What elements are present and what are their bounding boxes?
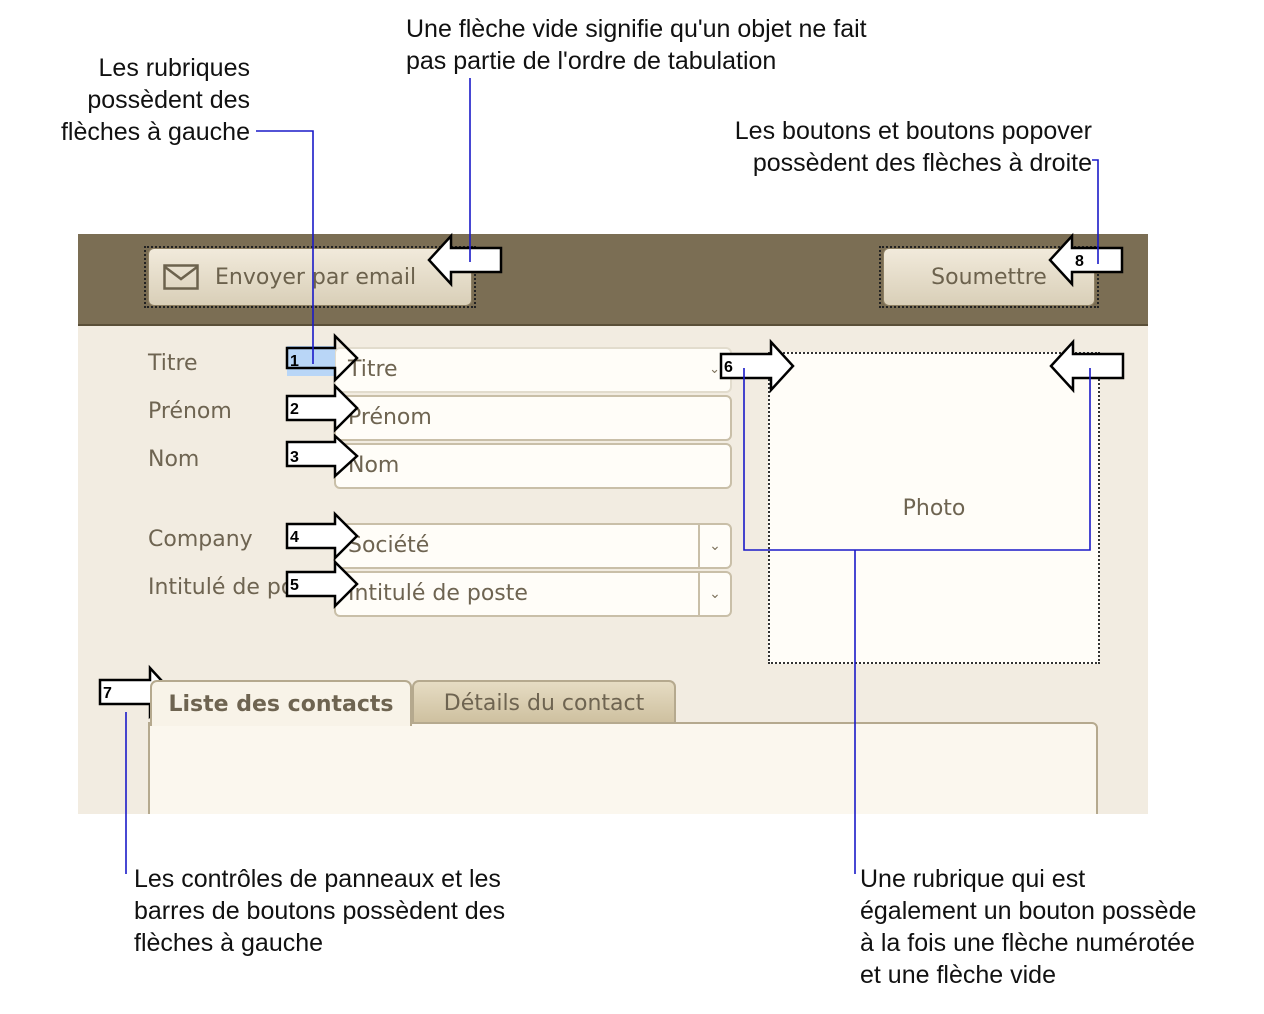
submit-label: Soumettre bbox=[931, 264, 1047, 290]
envelope-icon bbox=[163, 264, 199, 290]
form-window: Envoyer par email Soumettre Titre Prénom… bbox=[78, 234, 1148, 814]
callout-line: Une rubrique qui est bbox=[860, 865, 1086, 893]
callout-line: Les contrôles de panneaux et les bbox=[134, 865, 501, 893]
callout-line: barres de boutons possèdent des bbox=[134, 897, 506, 925]
label-company: Company bbox=[148, 527, 253, 552]
prenom-field[interactable]: Prénom bbox=[334, 395, 732, 441]
callout-line: Les rubriques bbox=[98, 54, 250, 82]
tab-label: Liste des contacts bbox=[168, 691, 394, 717]
callout-fleche-vide: Une flèche vide signifie qu'un objet ne … bbox=[406, 13, 867, 77]
societe-dropdown-button[interactable]: ⌄ bbox=[698, 525, 730, 567]
callout-line: possèdent des bbox=[87, 86, 250, 114]
send-email-button[interactable]: Envoyer par email bbox=[148, 248, 472, 306]
chevron-down-icon: ⌄ bbox=[709, 362, 720, 377]
callout-line: également un bouton possède bbox=[860, 897, 1197, 925]
photo-label: Photo bbox=[902, 495, 966, 521]
label-prenom: Prénom bbox=[148, 399, 232, 424]
societe-combo[interactable]: Société ⌄ bbox=[334, 523, 732, 569]
nom-placeholder: Nom bbox=[348, 453, 400, 478]
nom-field[interactable]: Nom bbox=[334, 443, 732, 489]
submit-button[interactable]: Soumettre bbox=[883, 248, 1095, 306]
poste-dropdown-button[interactable]: ⌄ bbox=[698, 573, 730, 615]
callout-line: à la fois une flèche numérotée bbox=[860, 929, 1195, 957]
callout-line: Les boutons et boutons popover bbox=[734, 117, 1092, 145]
label-nom: Nom bbox=[148, 447, 200, 472]
tab-panel bbox=[148, 722, 1098, 814]
label-poste: Intitulé de po bbox=[148, 575, 295, 600]
callout-line: Une flèche vide signifie qu'un objet ne … bbox=[406, 15, 867, 43]
tab-details-contact[interactable]: Détails du contact bbox=[412, 680, 676, 724]
prenom-placeholder: Prénom bbox=[348, 405, 432, 430]
send-email-label: Envoyer par email bbox=[215, 264, 417, 290]
callout-rubrique-bouton: Une rubrique qui est également un bouton… bbox=[860, 863, 1196, 991]
callout-line: possèdent des flèches à droite bbox=[752, 149, 1092, 177]
callout-line: flèches à gauche bbox=[60, 118, 250, 146]
callout-line: flèches à gauche bbox=[134, 929, 324, 957]
callout-rubriques: Les rubriques possèdent des flèches à ga… bbox=[38, 52, 250, 148]
societe-value: Société bbox=[348, 533, 430, 558]
photo-button-field[interactable]: Photo bbox=[768, 352, 1100, 664]
titre-select[interactable]: Titre ⌄ bbox=[334, 347, 732, 393]
callout-panneaux: Les contrôles de panneaux et les barres … bbox=[134, 863, 505, 959]
titre-value: Titre bbox=[348, 357, 398, 382]
toolbar: Envoyer par email Soumettre bbox=[78, 234, 1148, 326]
poste-combo[interactable]: Intitulé de poste ⌄ bbox=[334, 571, 732, 617]
tab-liste-contacts[interactable]: Liste des contacts bbox=[150, 680, 412, 726]
poste-value: Intitulé de poste bbox=[348, 581, 528, 606]
chevron-down-icon: ⌄ bbox=[709, 586, 721, 602]
callout-line: et une flèche vide bbox=[860, 961, 1056, 989]
callout-line: pas partie de l'ordre de tabulation bbox=[406, 47, 777, 75]
tab-label: Détails du contact bbox=[443, 690, 645, 716]
callout-boutons: Les boutons et boutons popover possèdent… bbox=[680, 115, 1092, 179]
chevron-down-icon: ⌄ bbox=[709, 538, 721, 554]
label-titre: Titre bbox=[148, 351, 198, 376]
